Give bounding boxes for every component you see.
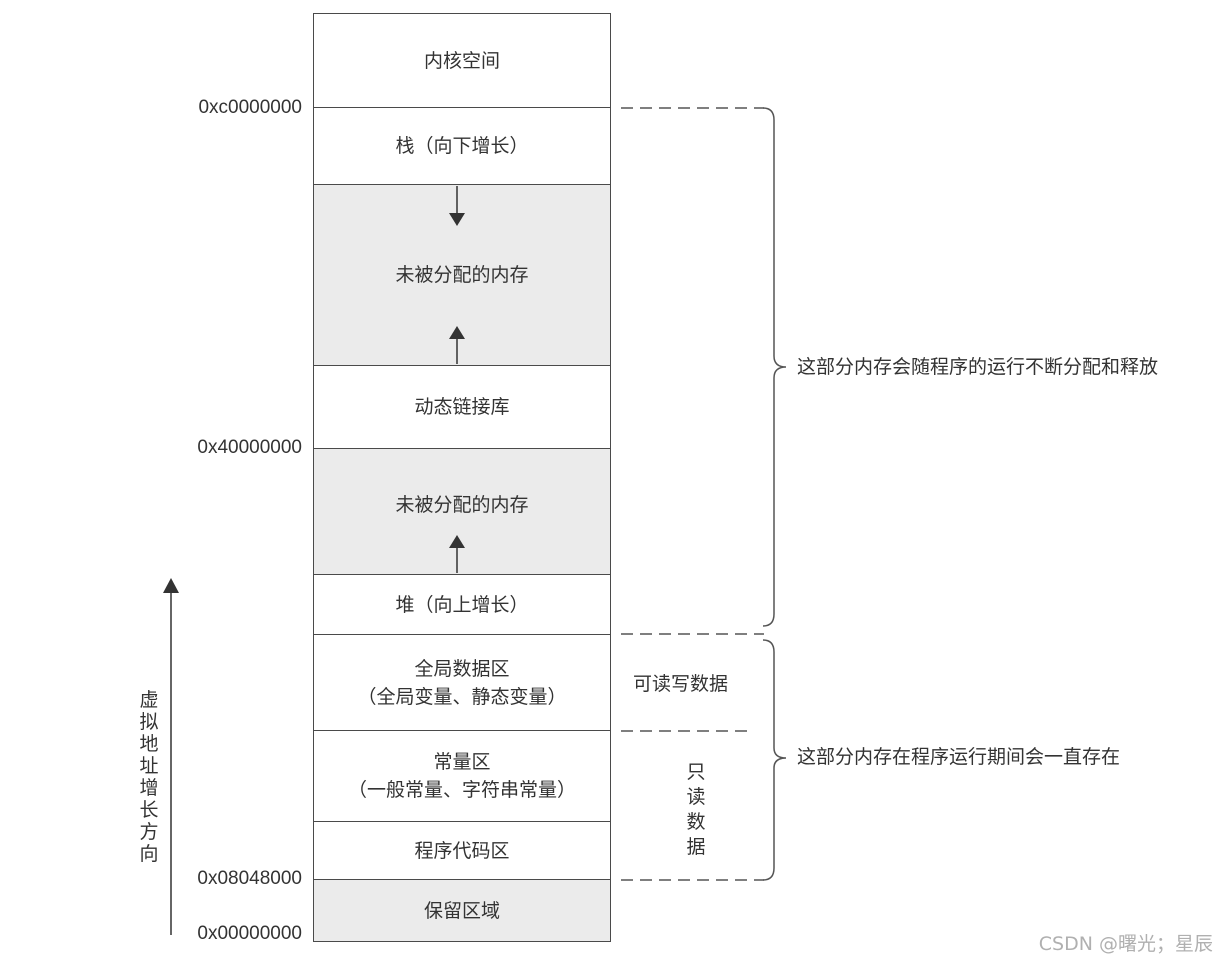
segment-kernel-space: 内核空间 — [313, 13, 611, 108]
segment-code: 程序代码区 — [313, 821, 611, 880]
segment-label: 保留区域 — [423, 899, 500, 922]
segment-label: 程序代码区 — [414, 839, 510, 862]
watermark: CSDN @曙光；星辰 — [1038, 933, 1213, 955]
brace-static-region — [762, 639, 787, 881]
annotation-dynamic-region: 这部分内存会随程序的运行不断分配和释放 — [797, 356, 1159, 378]
address-code-start: 0x08048000 — [197, 868, 302, 889]
segment-global-data: 全局数据区 （全局变量、静态变量） — [313, 634, 611, 731]
segment-label: 堆（向上增长） — [395, 593, 529, 616]
address-growth-arrow — [163, 578, 179, 935]
axis-char: 址 — [139, 755, 159, 777]
libs-growth-arrow — [449, 326, 465, 364]
read-only-char: 只 — [686, 761, 706, 783]
segment-label: 动态链接库 — [414, 396, 510, 418]
segment-label: 常量区 — [433, 751, 491, 773]
read-only-char: 数 — [686, 811, 706, 833]
read-only-char: 据 — [686, 836, 706, 858]
annotation-read-only: 只 读 数 据 — [685, 760, 707, 860]
segment-label: 未被分配的内存 — [395, 494, 529, 516]
segment-reserved: 保留区域 — [313, 879, 611, 942]
heap-growth-arrow — [449, 535, 465, 573]
segment-label: 栈（向下增长） — [395, 135, 529, 157]
segment-sublabel: （全局变量、静态变量） — [357, 685, 567, 708]
segment-sublabel: （一般常量、字符串常量） — [347, 779, 576, 801]
segment-stack: 栈（向下增长） — [313, 107, 611, 185]
read-only-char: 读 — [686, 786, 706, 808]
axis-char: 向 — [139, 843, 159, 865]
axis-char: 拟 — [139, 711, 159, 733]
segment-unallocated-lower: 未被分配的内存 — [313, 448, 611, 575]
stack-growth-arrow — [449, 186, 465, 226]
axis-char: 增 — [139, 777, 159, 799]
segment-label: 未被分配的内存 — [395, 264, 529, 286]
axis-char: 方 — [139, 821, 159, 843]
axis-char: 长 — [139, 799, 159, 821]
segment-heap: 堆（向上增长） — [313, 574, 611, 635]
annotation-static-region: 这部分内存在程序运行期间会一直存在 — [797, 746, 1121, 768]
address-zero: 0x00000000 — [197, 923, 302, 944]
annotation-read-write: 可读写数据 — [633, 673, 729, 695]
axis-char: 虚 — [139, 689, 159, 711]
address-mmap-boundary: 0x40000000 — [197, 437, 302, 458]
axis-direction-label: 虚 拟 地 址 增 长 方 向 — [138, 689, 160, 865]
axis-char: 地 — [139, 733, 159, 755]
segment-label: 内核空间 — [423, 49, 500, 72]
brace-dynamic-region — [762, 107, 787, 627]
segment-constants: 常量区 （一般常量、字符串常量） — [313, 730, 611, 822]
address-kernel-boundary: 0xc0000000 — [198, 97, 302, 118]
segment-label: 全局数据区 — [414, 657, 510, 680]
